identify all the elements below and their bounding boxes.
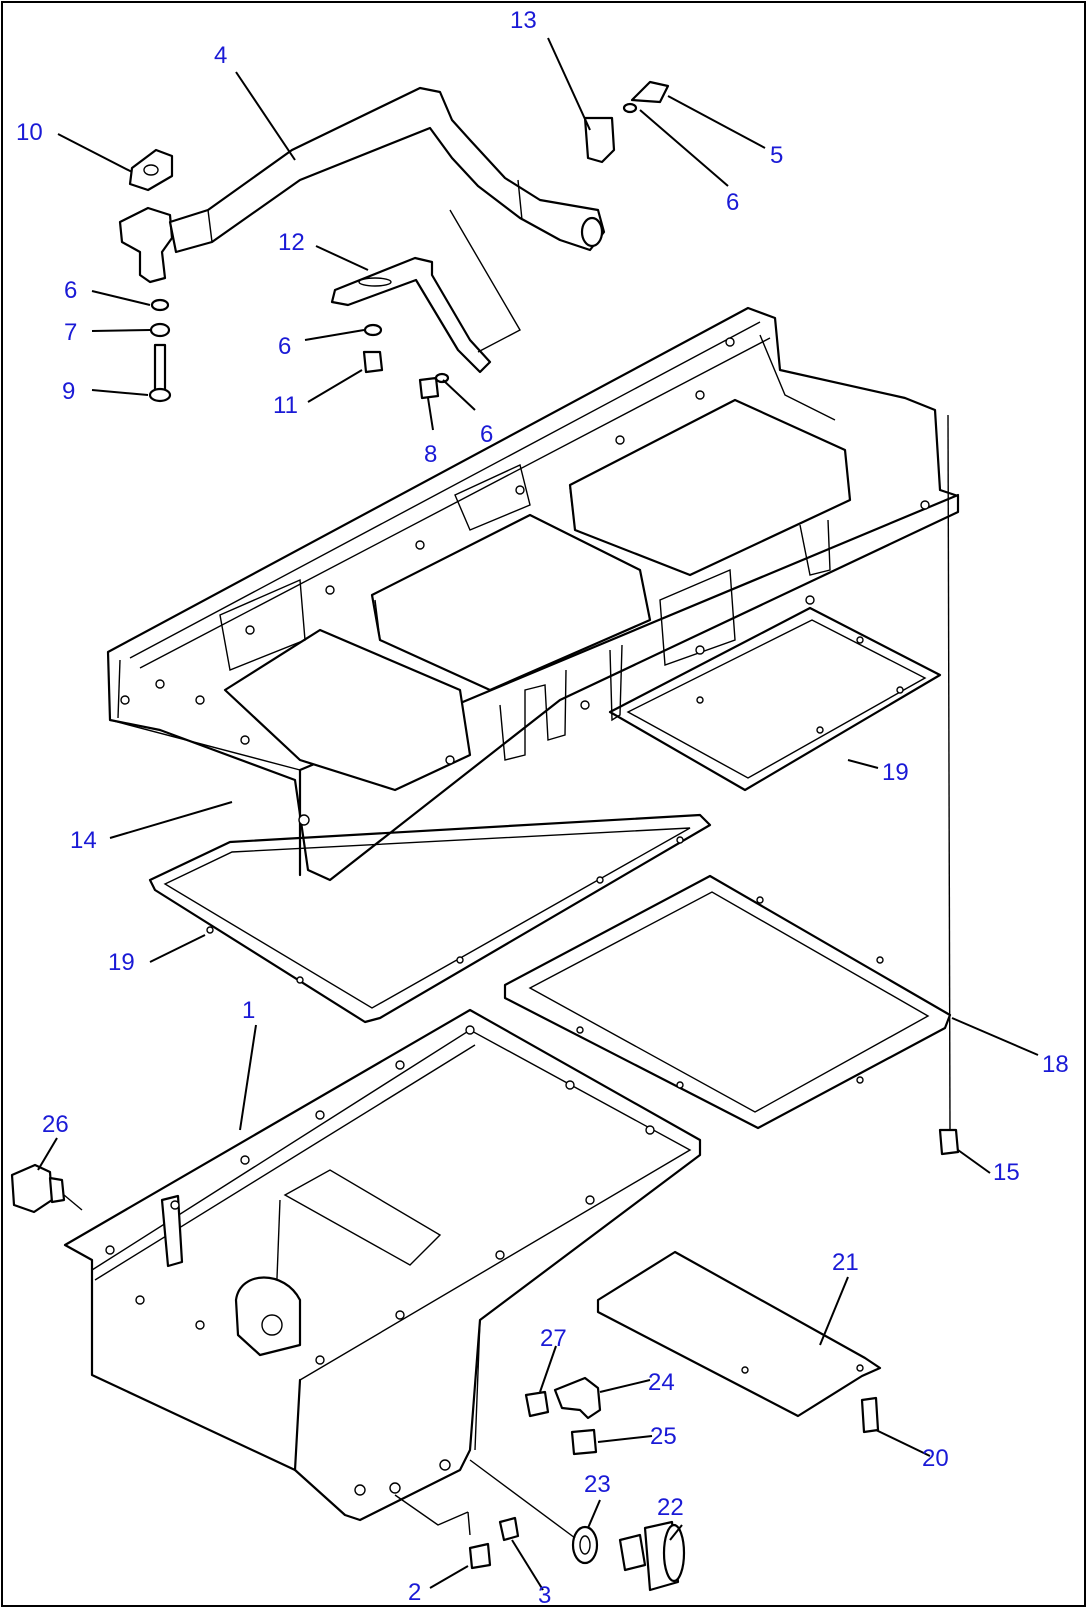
callout-21: 21 bbox=[832, 1249, 859, 1276]
callout-19: 19 bbox=[108, 949, 135, 976]
callout-5: 5 bbox=[770, 142, 783, 169]
callout-27: 27 bbox=[540, 1325, 567, 1352]
callout-2: 2 bbox=[408, 1579, 421, 1606]
upper-pan-bolt-holes bbox=[120, 337, 930, 826]
callout-13: 13 bbox=[510, 7, 537, 34]
callout-6: 6 bbox=[726, 189, 739, 216]
drain-plug-side bbox=[10, 1163, 83, 1214]
callout-9: 9 bbox=[62, 378, 75, 405]
bracket-hardware bbox=[362, 80, 670, 400]
callout-10: 10 bbox=[16, 119, 43, 146]
callout-15: 15 bbox=[993, 1159, 1020, 1186]
pipe-bolt-stack bbox=[148, 298, 172, 403]
callout-26: 26 bbox=[42, 1111, 69, 1138]
lower-pan-bolt-holes bbox=[105, 1025, 655, 1496]
callout-11: 11 bbox=[273, 392, 298, 419]
callout-6: 6 bbox=[480, 421, 493, 448]
callout-4: 4 bbox=[214, 42, 227, 69]
callout-18: 18 bbox=[1042, 1051, 1069, 1078]
callout-6: 6 bbox=[64, 277, 77, 304]
callout-6: 6 bbox=[278, 333, 291, 360]
gasket-upper-right bbox=[608, 606, 942, 792]
leader-lines bbox=[37, 37, 1039, 1591]
bottom-bolts bbox=[394, 1494, 520, 1570]
oil-pan-lower bbox=[63, 1008, 702, 1522]
callout-labels: 1 2 3 4 5 6 6 6 6 7 8 9 10 11 12 13 14 1… bbox=[16, 7, 1069, 1609]
gasket-lower-left bbox=[148, 813, 712, 1024]
long-bolt bbox=[938, 414, 960, 1156]
elbow-fitting bbox=[524, 1376, 602, 1456]
gasket-plate bbox=[503, 874, 952, 1130]
suction-pipe bbox=[118, 86, 616, 284]
pipe-bracket bbox=[330, 209, 521, 374]
callout-19: 19 bbox=[882, 759, 909, 786]
callout-23: 23 bbox=[584, 1471, 611, 1498]
callout-24: 24 bbox=[648, 1369, 675, 1396]
cover-plate bbox=[596, 1250, 882, 1434]
callout-22: 22 bbox=[657, 1494, 684, 1521]
callout-25: 25 bbox=[650, 1423, 677, 1450]
callout-20: 20 bbox=[922, 1445, 949, 1472]
callout-12: 12 bbox=[278, 229, 305, 256]
oil-pan-upper bbox=[106, 306, 960, 882]
callout-1: 1 bbox=[242, 997, 255, 1024]
pipe-gasket bbox=[128, 148, 174, 192]
callout-7: 7 bbox=[64, 319, 77, 346]
callout-14: 14 bbox=[70, 827, 97, 854]
callout-3: 3 bbox=[538, 1582, 551, 1609]
callout-8: 8 bbox=[424, 441, 437, 468]
drain-plug-bottom bbox=[469, 1459, 686, 1592]
